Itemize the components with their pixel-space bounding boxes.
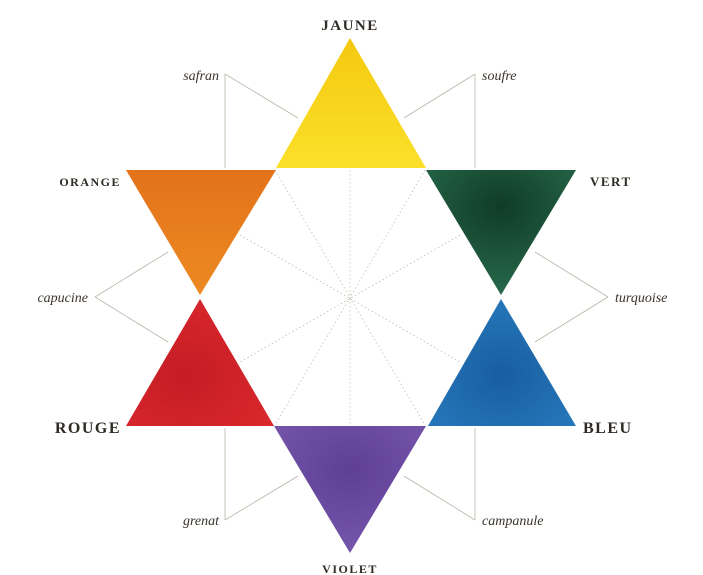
red-triangle <box>126 299 274 426</box>
violet-triangle <box>274 426 426 553</box>
green-triangle <box>426 170 576 295</box>
label-capucine: capucine <box>37 291 88 306</box>
label-bleu: BLEU <box>583 420 633 437</box>
blue-triangle <box>428 299 576 426</box>
yellow-triangle <box>276 38 426 168</box>
label-orange: ORANGE <box>59 175 121 189</box>
label-rouge: ROUGE <box>55 420 121 437</box>
orange-triangle <box>126 170 276 295</box>
label-turquoise: turquoise <box>615 291 667 306</box>
label-campanule: campanule <box>482 514 543 529</box>
label-violet: VIOLET <box>322 562 378 575</box>
label-soufre: soufre <box>482 69 516 84</box>
label-jaune: JAUNE <box>321 18 379 34</box>
label-vert: VERT <box>590 174 632 189</box>
label-grenat: grenat <box>183 514 220 529</box>
label-safran: safran <box>183 69 219 84</box>
